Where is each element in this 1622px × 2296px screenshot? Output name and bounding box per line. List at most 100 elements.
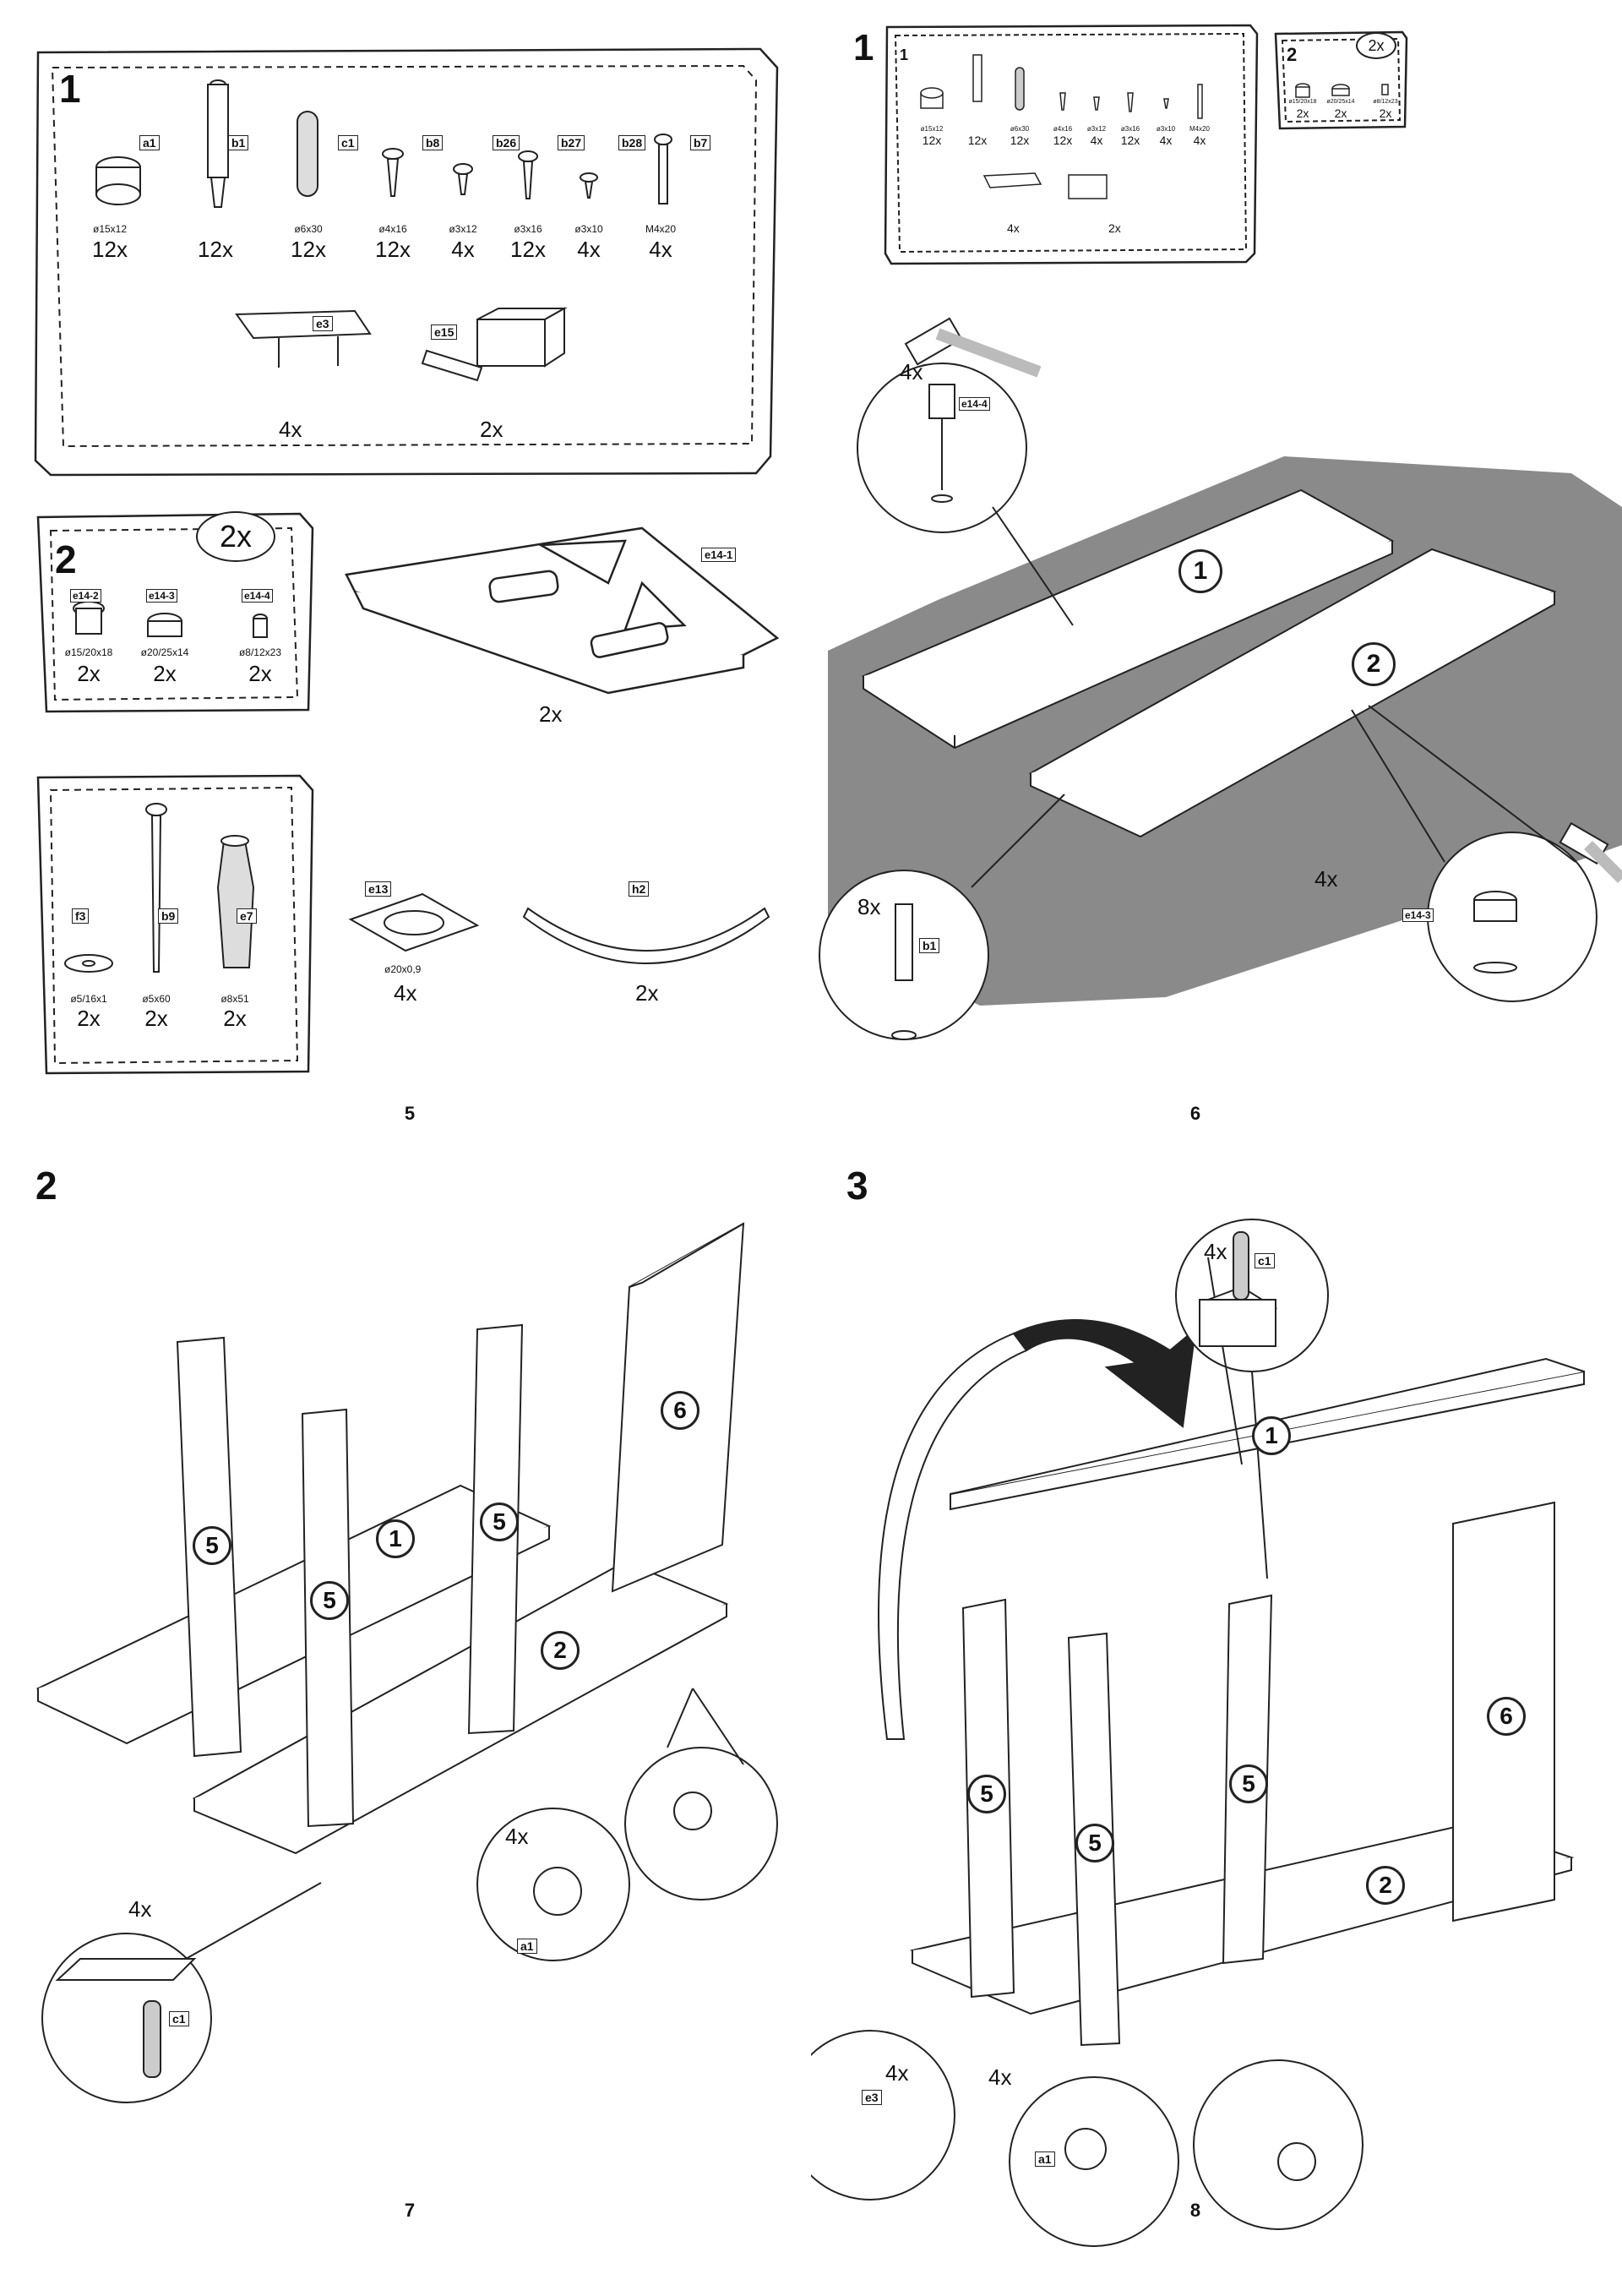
- page5-box2-multiplier: 2x: [196, 511, 275, 562]
- part-spec: ø6x30: [1010, 125, 1030, 133]
- page5-e13-spec: ø20x0,9: [384, 963, 422, 975]
- part-code: b8: [422, 135, 444, 150]
- page5-e13-code: e13: [365, 881, 392, 897]
- page8-step: 3: [846, 1164, 868, 1208]
- part-spec: ø20/25x14: [1326, 99, 1355, 105]
- part-spec: ø5/16x1: [70, 993, 107, 1005]
- callout-top-code: e14-4: [959, 397, 990, 411]
- panel-5b-marker: 5: [1075, 1824, 1114, 1862]
- part-qty: 2x: [1334, 106, 1347, 120]
- part-code: a1: [139, 135, 160, 150]
- part-qty: 12x: [1120, 134, 1140, 147]
- callout-left-qty: 8x: [857, 894, 881, 919]
- part-spec: M4x20: [645, 223, 677, 235]
- page-7: 2 5 5 5 6 1 2 4x c1 4x a1 7: [0, 1148, 811, 2295]
- part-spec: ø6x30: [294, 223, 323, 235]
- page-5-art: [34, 47, 780, 1075]
- part-spec: ø8/12x23: [238, 646, 282, 658]
- part-code: e14-3: [146, 589, 177, 603]
- page5-h2-code: h2: [629, 881, 650, 897]
- panel-5b-marker: 5: [310, 1581, 349, 1620]
- part-qty: 4x: [451, 237, 475, 262]
- callout-c1-code: c1: [169, 2011, 189, 2026]
- page5-box1-step: 1: [59, 67, 81, 111]
- part-spec: ø3x10: [574, 223, 603, 235]
- part-spec: ø8/12x23: [1373, 99, 1398, 105]
- page6-box2-step: 2: [1287, 44, 1298, 65]
- callout-a1-code: a1: [517, 1939, 537, 1954]
- part-qty: 2x: [153, 661, 177, 686]
- page-6-art: [819, 24, 1622, 1040]
- page6-box1-step-small: 1: [900, 46, 909, 63]
- part-code: b26: [493, 135, 520, 150]
- panel-2-marker: 2: [541, 1631, 580, 1670]
- part-qty: 12x: [291, 237, 326, 262]
- part-code: c1: [338, 135, 358, 150]
- callout-top-qty: 4x: [900, 359, 923, 384]
- part-qty: 4x: [1193, 134, 1206, 147]
- part-spec: ø15/20x18: [1288, 99, 1317, 105]
- part-qty: 12x: [510, 237, 546, 262]
- part-code: e14-2: [70, 589, 101, 603]
- part-spec: ø4x16: [1053, 125, 1073, 133]
- part-spec: ø3x10: [1156, 125, 1176, 133]
- panel-1-marker: 1: [1252, 1416, 1291, 1455]
- callout-a1-code: a1: [1035, 2151, 1055, 2167]
- callout-right-code: e14-3: [1402, 908, 1434, 922]
- part-qty: 2x: [223, 1006, 247, 1031]
- page-number: 5: [404, 1103, 416, 1124]
- page5-e15-code: e15: [431, 324, 458, 340]
- part-code: b9: [158, 908, 179, 924]
- page6-box2-multiplier: 2x: [1356, 32, 1396, 59]
- part-spec: ø3x16: [514, 223, 542, 235]
- part-code: b27: [558, 135, 585, 150]
- page7-step: 2: [35, 1164, 57, 1208]
- page-7-art: [35, 1222, 778, 2103]
- page5-bracket-code: e14-1: [701, 548, 737, 562]
- part-spec: ø3x16: [1120, 125, 1140, 133]
- part-spec: ø15/20x18: [64, 646, 113, 658]
- part-qty: 12x: [922, 134, 942, 147]
- page5-e3-qty: 4x: [279, 417, 302, 442]
- panel-2-marker: 2: [1366, 1866, 1405, 1905]
- part-qty: 4x: [1159, 134, 1173, 147]
- page5-e15-qty: 2x: [480, 417, 503, 442]
- part-code: e14-4: [242, 589, 273, 603]
- page5-box2-step: 2: [55, 537, 77, 581]
- part-qty: 4x: [1090, 134, 1103, 147]
- callout-left-code: b1: [919, 938, 940, 953]
- part-qty: 12x: [1053, 134, 1073, 147]
- part-qty: 12x: [92, 237, 128, 262]
- callout-c1-code: c1: [1255, 1253, 1275, 1268]
- panel-5c-marker: 5: [1229, 1764, 1268, 1803]
- panel-6-marker: 6: [661, 1391, 699, 1430]
- part-spec: ø5x60: [142, 993, 171, 1005]
- panel-6-marker: 6: [1487, 1697, 1526, 1736]
- part-spec: ø3x12: [1086, 125, 1107, 133]
- part-spec: ø15x12: [92, 223, 128, 235]
- page5-h2-qty: 2x: [635, 980, 659, 1006]
- page5-bracket-qty: 2x: [539, 701, 563, 727]
- page-number: 8: [1189, 2200, 1201, 2221]
- panel-5c-marker: 5: [480, 1502, 519, 1541]
- multiplier-text: 2x: [219, 519, 253, 554]
- part-spec: M4x20: [1189, 125, 1210, 133]
- callout-a1-qty: 4x: [505, 1824, 529, 1849]
- part-code: b28: [618, 135, 646, 150]
- part-qty: 2x: [1379, 106, 1392, 120]
- part-qty: 2x: [248, 661, 272, 686]
- part-qty: 12x: [967, 134, 988, 147]
- part-spec: ø3x12: [449, 223, 477, 235]
- part-code: e7: [237, 908, 257, 924]
- part-spec: ø20/25x14: [140, 646, 189, 658]
- part-code: b1: [228, 135, 249, 150]
- part-qty: 12x: [1010, 134, 1030, 147]
- panel-1-marker: 1: [376, 1519, 415, 1558]
- part-spec: ø15x12: [920, 125, 944, 133]
- part-spec: ø8x51: [220, 993, 249, 1005]
- page5-e3-code: e3: [313, 316, 333, 331]
- part-qty: 12x: [375, 237, 411, 262]
- multiplier-text: 2x: [1368, 37, 1385, 54]
